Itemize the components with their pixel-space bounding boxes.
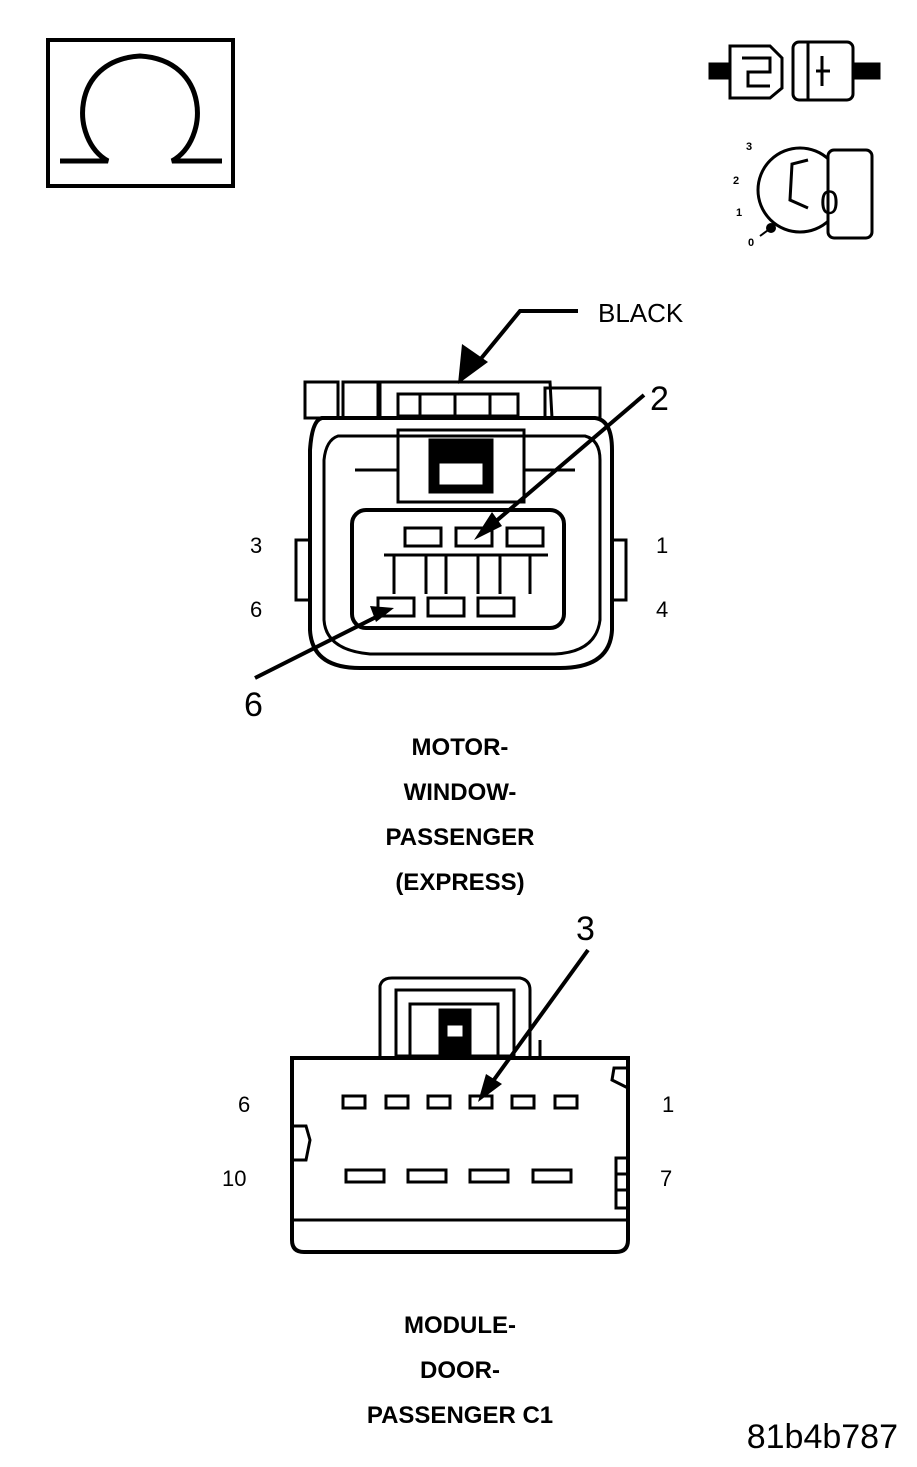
motor-window-title: MOTOR- WINDOW- PASSENGER (EXPRESS) (386, 734, 535, 896)
figure-code: 81b4b787 (747, 1418, 898, 1456)
pin-cavity-10 (344, 1168, 386, 1184)
ignition-key-icon: 3 2 1 0 0 (733, 141, 874, 249)
pin-label-6: 6 (250, 597, 262, 622)
black-color-callout: BLACK (458, 298, 684, 384)
callout-pin-6: 6 (244, 606, 394, 724)
ignition-position-1: 1 (736, 207, 742, 219)
pin-cavity-9 (406, 1168, 448, 1184)
title-line: MOTOR- (412, 734, 509, 761)
pin-cavity-5 (426, 596, 466, 618)
door-module-connector (290, 976, 630, 1254)
pin-cavity-3 (403, 526, 443, 548)
door-module-pin-cavities (341, 1094, 579, 1184)
pin-cavity-1 (553, 1094, 579, 1110)
title-line: DOOR- (420, 1357, 500, 1384)
pin-label-7: 7 (660, 1166, 672, 1191)
ignition-position-3: 3 (746, 141, 752, 153)
pin-cavity-2 (510, 1094, 536, 1110)
pin-label-1: 1 (656, 533, 668, 558)
key-position-label: 0 (820, 184, 839, 222)
disconnected-connector-icon (708, 40, 881, 102)
ignition-position-0: 0 (748, 237, 754, 249)
title-line: PASSENGER (386, 824, 535, 851)
callout-label-6: 6 (244, 686, 263, 724)
callout-pin-2: 2 (474, 380, 669, 540)
callout-pin-3: 3 (478, 910, 595, 1102)
title-line: (EXPRESS) (395, 869, 524, 896)
connector-color-label: BLACK (598, 298, 684, 328)
pin-cavity-4 (426, 1094, 452, 1110)
pin-cavity-6 (341, 1094, 367, 1110)
pin-label-10: 10 (222, 1166, 246, 1191)
pin-cavity-7 (531, 1168, 573, 1184)
motor-window-connector (294, 380, 628, 670)
door-module-title: MODULE- DOOR- PASSENGER C1 (367, 1312, 553, 1429)
pin-label-3: 3 (250, 533, 262, 558)
ignition-position-2: 2 (733, 175, 739, 187)
pin-cavity-8 (468, 1168, 510, 1184)
pin-label-1: 1 (662, 1092, 674, 1117)
pin-cavity-5 (384, 1094, 410, 1110)
motor-window-pin-cavities (376, 526, 545, 618)
callout-label-2: 2 (650, 380, 669, 418)
title-line: PASSENGER C1 (367, 1402, 553, 1429)
pin-label-6: 6 (238, 1092, 250, 1117)
pin-cavity-4 (476, 596, 516, 618)
pin-cavity-1 (505, 526, 545, 548)
title-line: WINDOW- (404, 779, 517, 806)
pin-label-4: 4 (656, 597, 668, 622)
ohmmeter-icon (46, 38, 235, 188)
callout-label-3: 3 (576, 910, 595, 948)
title-line: MODULE- (404, 1312, 516, 1339)
